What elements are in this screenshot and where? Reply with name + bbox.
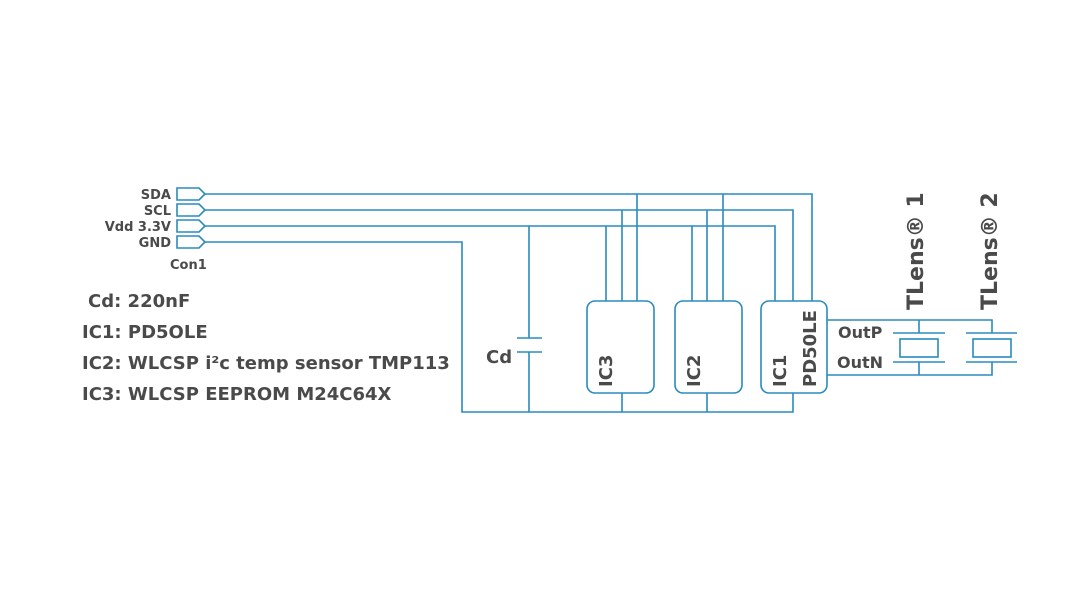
wire-gnd — [205, 241, 794, 413]
ic1-label: IC1 — [770, 355, 791, 387]
wire-sda — [205, 193, 813, 301]
pin-label-scl: SCL — [144, 204, 171, 219]
component-notes: Cd: 220nF IC1: PD5OLE IC2: WLCSP i²c tem… — [82, 286, 450, 410]
tlens2-crystal — [966, 332, 1017, 363]
note-ic2: IC2: WLCSP i²c temp sensor TMP113 — [82, 353, 450, 374]
pin-scl — [176, 203, 207, 217]
note-ic1: IC1: PD5OLE — [82, 322, 208, 343]
tlens1-label: TLens® 1 — [904, 192, 929, 310]
note-ic3: IC3: WLCSP EEPROM M24C64X — [82, 384, 392, 405]
ic1-part-label: PD50LE — [800, 310, 821, 387]
wire-outn — [827, 362, 993, 376]
outp-label: OutP — [838, 323, 883, 342]
connector-name: Con1 — [170, 258, 207, 273]
ic1-box — [760, 300, 828, 394]
pin-gnd — [176, 235, 207, 249]
pin-label-vdd: Vdd 3.3V — [105, 220, 171, 235]
tlens1-crystal — [893, 332, 945, 363]
capacitor-label: Cd — [486, 347, 512, 368]
pin-label-gnd: GND — [139, 236, 172, 251]
note-cd: Cd: 220nF — [88, 291, 191, 312]
wire-outp — [827, 319, 993, 333]
ic3-box — [586, 300, 655, 394]
outn-label: OutN — [837, 353, 883, 372]
pin-label-sda: SDA — [141, 188, 171, 203]
tlens2-label: TLens® 2 — [978, 192, 1003, 310]
ic2-label: IC2 — [684, 355, 705, 387]
ic2-box — [674, 300, 743, 394]
ic3-label: IC3 — [596, 355, 617, 387]
wire-vdd — [205, 225, 776, 338]
pin-sda — [176, 187, 207, 201]
connector-con1: SDA SCL Vdd 3.3V GND Con1 — [105, 187, 207, 273]
capacitor-cd: Cd — [486, 337, 542, 368]
wire-scl — [205, 209, 794, 301]
pin-vdd — [176, 219, 207, 233]
